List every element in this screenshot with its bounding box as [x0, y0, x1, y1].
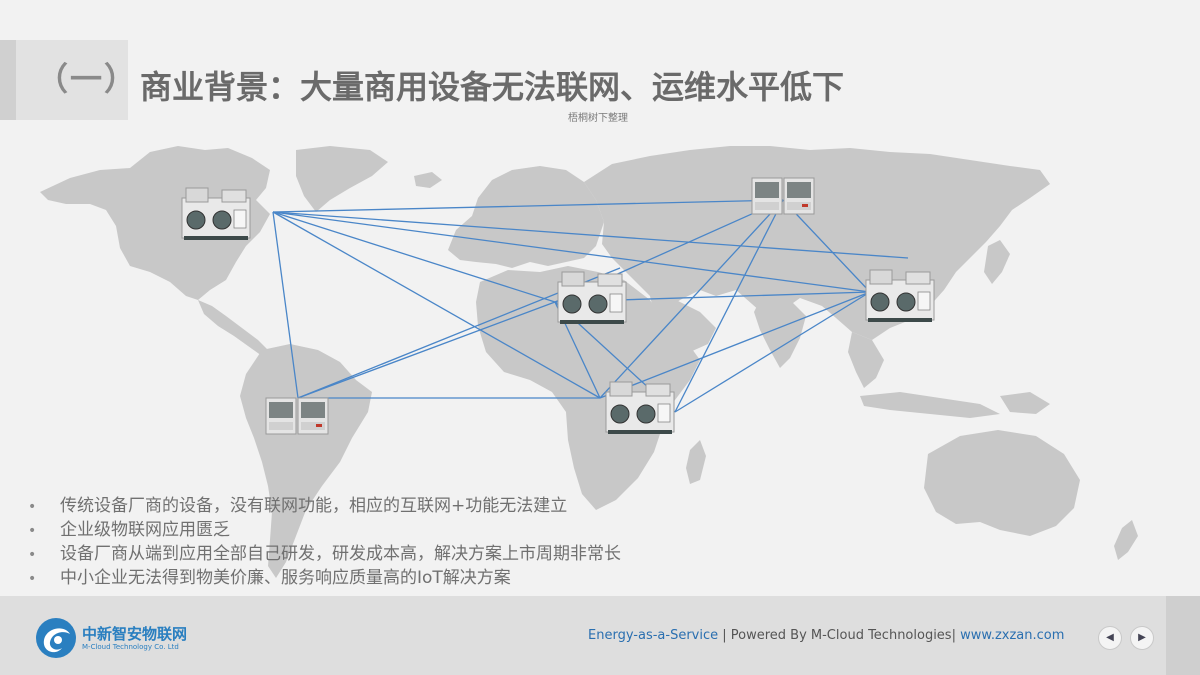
- bullet-item: • 设备厂商从端到应用全部自己研发，研发成本高，解决方案上市周期非常长: [28, 542, 621, 566]
- footer-tagline: Energy-as-a-Service | Powered By M-Cloud…: [588, 628, 1064, 643]
- chevron-left-icon: ◀: [1106, 632, 1114, 643]
- bullet-item: • 企业级物联网应用匮乏: [28, 518, 621, 542]
- bullet-text: 企业级物联网应用匮乏: [60, 520, 230, 540]
- chevron-right-icon: ▶: [1138, 632, 1146, 643]
- slide-title: 商业背景：大量商用设备无法联网、运维水平低下: [140, 68, 845, 106]
- tagline-eaas: Energy-as-a-Service: [588, 628, 719, 643]
- region-india: [754, 300, 806, 368]
- link: [272, 211, 871, 293]
- link: [272, 211, 601, 399]
- island-uk: [470, 210, 486, 238]
- world-map: [40, 146, 1138, 578]
- island-new-zealand: [1114, 520, 1138, 560]
- bullet-marker: •: [28, 523, 37, 539]
- island-new-guinea: [1000, 392, 1050, 414]
- footer-bar: [0, 596, 1200, 675]
- continent-north-america: [40, 146, 270, 300]
- continent-africa: [476, 266, 700, 510]
- footer-corner: [1166, 596, 1200, 675]
- title-tab-stripe: [0, 40, 16, 120]
- bullet-marker: •: [28, 547, 37, 563]
- link: [272, 199, 784, 213]
- link: [674, 199, 784, 413]
- prev-slide-button[interactable]: ◀: [1098, 626, 1122, 650]
- bullet-text: 传统设备厂商的设备，没有联网功能，相应的互联网+功能无法建立: [60, 496, 568, 516]
- islands-indonesia: [860, 392, 1000, 418]
- link: [272, 211, 556, 303]
- link: [297, 301, 556, 399]
- tagline-powered: | Powered By M-Cloud Technologies|: [718, 628, 961, 643]
- website-link[interactable]: www.zxzan.com: [960, 628, 1065, 643]
- slide-subtitle: 梧桐树下整理: [568, 113, 628, 124]
- link: [599, 291, 871, 399]
- link: [272, 211, 909, 259]
- next-slide-button[interactable]: ▶: [1130, 626, 1154, 650]
- link: [599, 199, 784, 399]
- island-japan: [984, 240, 1010, 284]
- logo-name-en: M-Cloud Technology Co. Ltd: [82, 643, 179, 651]
- bullet-marker: •: [28, 571, 37, 587]
- device-links: [272, 199, 909, 413]
- bullet-text: 设备厂商从端到应用全部自己研发，研发成本高，解决方案上市周期非常长: [60, 544, 621, 564]
- link: [782, 199, 871, 293]
- bullet-item: • 中小企业无法得到物美价廉、服务响应质量高的IoT解决方案: [28, 566, 621, 590]
- link: [674, 291, 871, 413]
- island-greenland: [296, 146, 388, 212]
- region-southeast-asia: [848, 332, 884, 388]
- title-tab: [0, 40, 128, 120]
- bullet-item: • 传统设备厂商的设备，没有联网功能，相应的互联网+功能无法建立: [28, 494, 621, 518]
- bullet-list: • 传统设备厂商的设备，没有联网功能，相应的互联网+功能无法建立 • 企业级物联网应…: [28, 494, 621, 590]
- continents: [40, 146, 1138, 578]
- logo-name-cn: 中新智安物联网: [82, 625, 188, 643]
- continent-australia: [924, 430, 1080, 536]
- bullet-text: 中小企业无法得到物美价廉、服务响应质量高的IoT解决方案: [60, 568, 511, 588]
- region-arabia: [650, 296, 716, 352]
- section-number: （一）: [36, 60, 139, 98]
- bullet-marker: •: [28, 499, 37, 515]
- link: [272, 211, 299, 399]
- continent-europe: [448, 166, 604, 268]
- island-iceland: [414, 172, 442, 188]
- continent-central-america: [198, 300, 268, 356]
- company-logo-icon: [36, 618, 76, 658]
- island-madagascar: [686, 440, 706, 484]
